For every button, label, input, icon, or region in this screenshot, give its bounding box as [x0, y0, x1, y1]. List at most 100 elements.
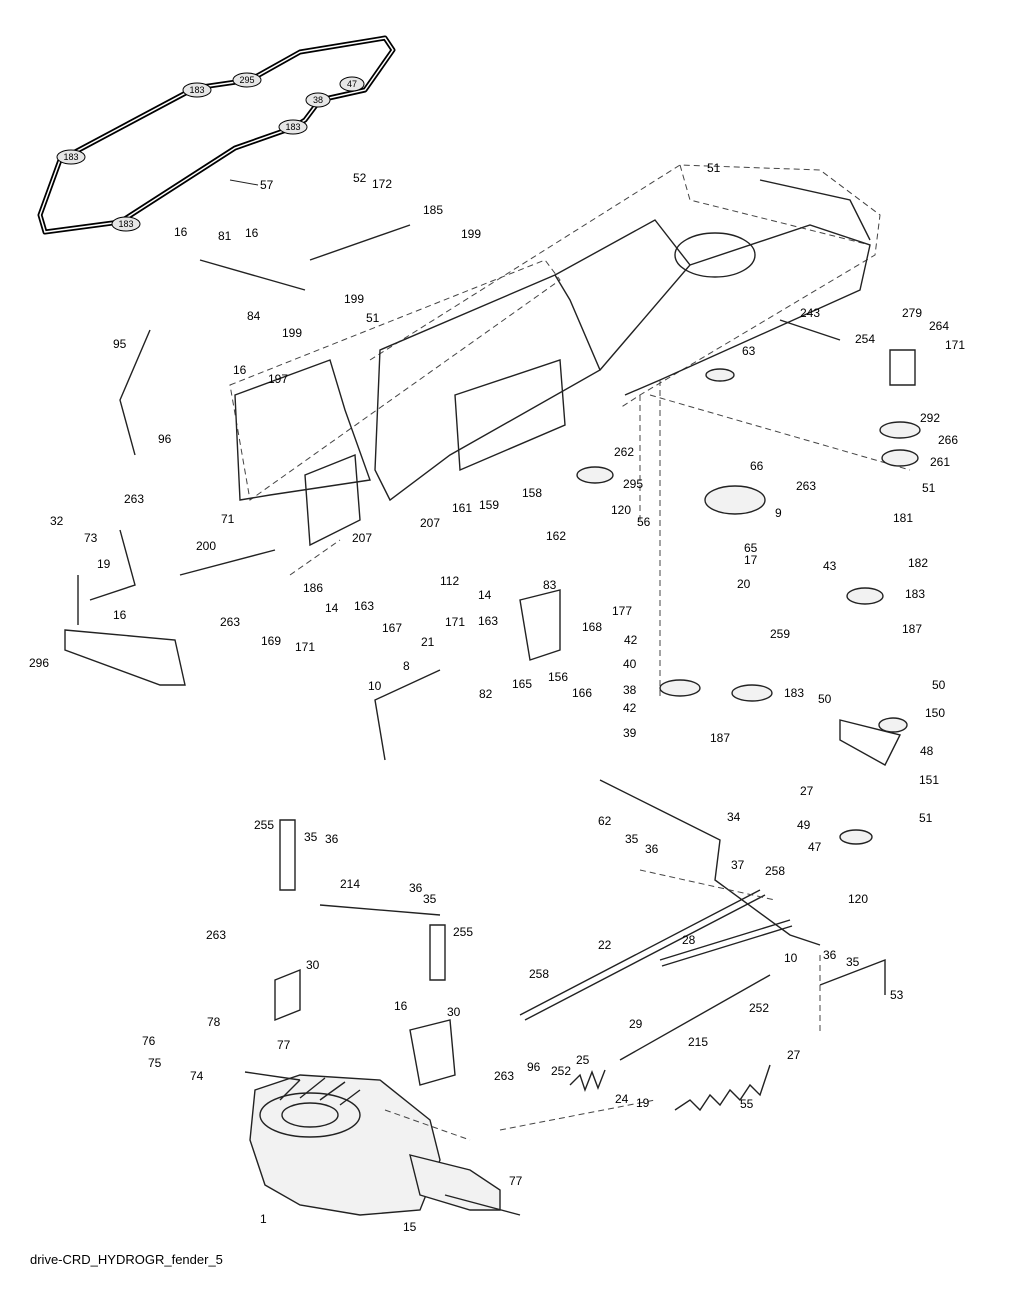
- callout: 63: [742, 344, 756, 358]
- callout: 77: [509, 1174, 523, 1188]
- callout: 16: [174, 225, 188, 239]
- callout: 258: [765, 864, 785, 878]
- callout: 74: [190, 1069, 204, 1083]
- svg-text:183: 183: [63, 152, 78, 162]
- callout: 77: [277, 1038, 291, 1052]
- callout: 255: [254, 818, 274, 832]
- callout: 177: [612, 604, 632, 618]
- callout: 165: [512, 677, 532, 691]
- callout: 182: [908, 556, 928, 570]
- callout: 36: [823, 948, 837, 962]
- callout: 53: [890, 988, 904, 1002]
- callout: 199: [282, 326, 302, 340]
- callout: 263: [206, 928, 226, 942]
- callout: 263: [220, 615, 240, 629]
- svg-text:183: 183: [285, 122, 300, 132]
- callout: 171: [945, 338, 965, 352]
- callout: 183: [905, 587, 925, 601]
- callout: 171: [445, 615, 465, 629]
- callout: 120: [611, 503, 631, 517]
- belt-pulley-tag: 47: [339, 76, 365, 92]
- callout: 51: [366, 311, 380, 325]
- callout: 84: [247, 309, 261, 323]
- callout: 17: [744, 553, 758, 567]
- svg-text:38: 38: [313, 95, 323, 105]
- callout: 66: [750, 459, 764, 473]
- callout: 50: [818, 692, 832, 706]
- callout: 38: [623, 683, 637, 697]
- callout: 96: [158, 432, 172, 446]
- callout: 168: [582, 620, 602, 634]
- callout: 24: [615, 1092, 629, 1106]
- callout: 36: [409, 881, 423, 895]
- callout: 82: [479, 687, 493, 701]
- callout: 169: [261, 634, 281, 648]
- callout: 40: [623, 657, 637, 671]
- callout: 39: [623, 726, 637, 740]
- callout: 292: [920, 411, 940, 425]
- callout: 51: [919, 811, 933, 825]
- callout: 158: [522, 486, 542, 500]
- callout: 263: [494, 1069, 514, 1083]
- callout: 43: [823, 559, 837, 573]
- callout: 243: [800, 306, 820, 320]
- belt-pulley-tag: 183: [278, 119, 308, 135]
- callout: 16: [394, 999, 408, 1013]
- belt-pulley-tag: 38: [305, 92, 331, 108]
- callout: 55: [740, 1097, 754, 1111]
- callout: 71: [221, 512, 235, 526]
- callout: 35: [846, 955, 860, 969]
- callout: 56: [637, 515, 651, 529]
- svg-text:183: 183: [118, 219, 133, 229]
- callout: 27: [787, 1048, 801, 1062]
- callout: 19: [97, 557, 111, 571]
- callout: 42: [623, 701, 637, 715]
- callout: 34: [727, 810, 741, 824]
- callout: 36: [325, 832, 339, 846]
- callout: 197: [268, 372, 288, 386]
- callout: 295: [623, 477, 643, 491]
- callout: 263: [124, 492, 144, 506]
- callout: 261: [930, 455, 950, 469]
- callout: 183: [784, 686, 804, 700]
- callout: 73: [84, 531, 98, 545]
- diagram-caption: drive-CRD_HYDROGR_fender_5: [30, 1252, 223, 1267]
- callout: 27: [800, 784, 814, 798]
- callout: 163: [478, 614, 498, 628]
- callout: 259: [770, 627, 790, 641]
- callout: 16: [233, 363, 247, 377]
- callout: 279: [902, 306, 922, 320]
- callout: 120: [848, 892, 868, 906]
- callout: 262: [614, 445, 634, 459]
- callout: 163: [354, 599, 374, 613]
- callout: 200: [196, 539, 216, 553]
- callout: 76: [142, 1034, 156, 1048]
- callout: 35: [304, 830, 318, 844]
- callout: 172: [372, 177, 392, 191]
- brackets-and-plates: [64, 349, 916, 1086]
- callout: 15: [403, 1220, 417, 1234]
- shift-rods: [119, 224, 886, 1061]
- callout: 48: [920, 744, 934, 758]
- drive-belt: 183 295 47 38 183 183 183 57: [37, 35, 396, 235]
- callout: 30: [447, 1005, 461, 1019]
- callout: 187: [710, 731, 730, 745]
- callout: 51: [922, 481, 936, 495]
- callout: 207: [420, 516, 440, 530]
- callout: 162: [546, 529, 566, 543]
- callout: 29: [629, 1017, 643, 1031]
- callout: 214: [340, 877, 360, 891]
- callout: 10: [784, 951, 798, 965]
- callout: 199: [461, 227, 481, 241]
- callout: 22: [598, 938, 612, 952]
- callout: 36: [645, 842, 659, 856]
- callout: 83: [543, 578, 557, 592]
- callout: 21: [421, 635, 435, 649]
- callout: 50: [932, 678, 946, 692]
- callout: 264: [929, 319, 949, 333]
- callout: 20: [737, 577, 751, 591]
- callout: 16: [245, 226, 259, 240]
- springs: [569, 1064, 771, 1112]
